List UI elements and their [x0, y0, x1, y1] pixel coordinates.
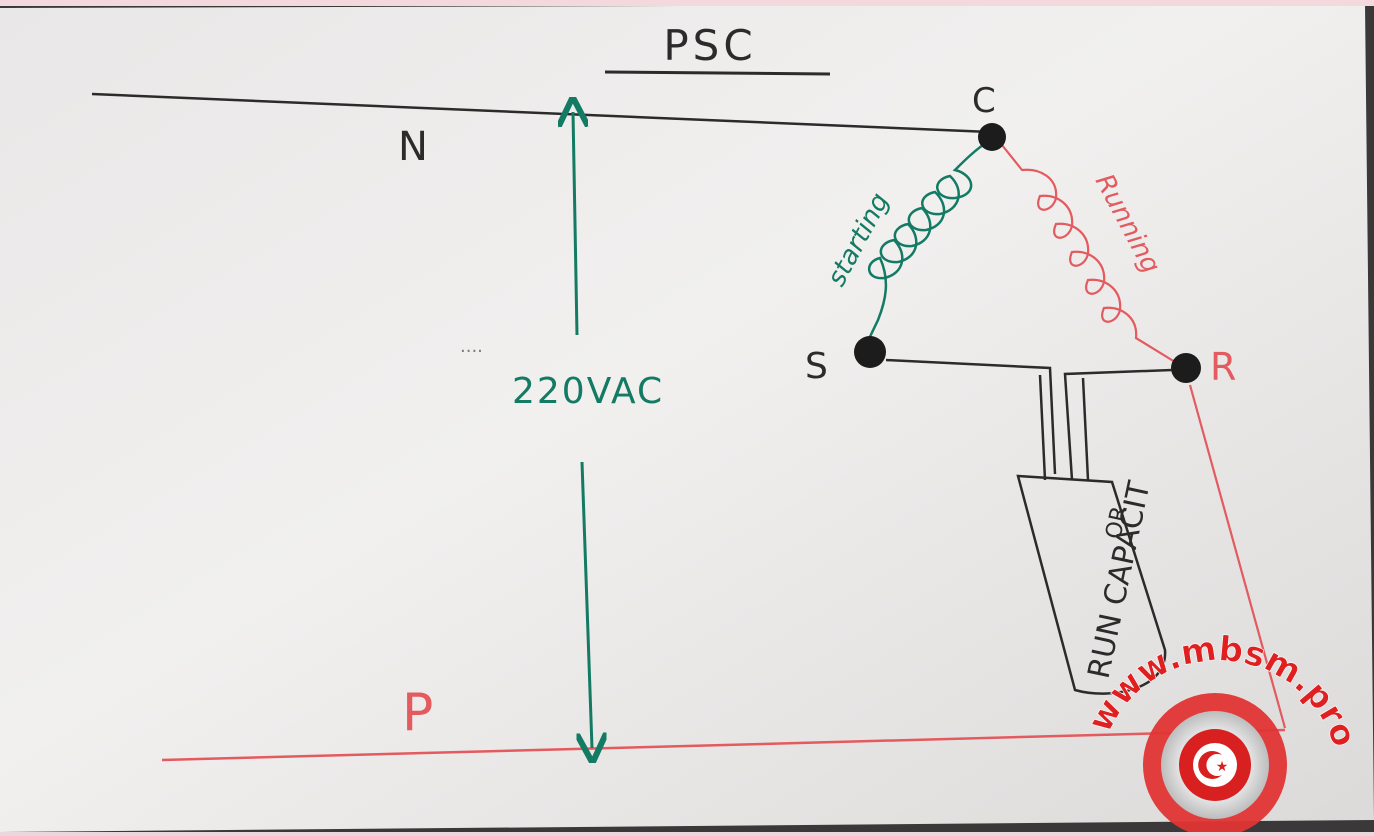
terminal-run-label: R	[1210, 345, 1236, 389]
voltage-label: 220VAC	[512, 371, 664, 412]
terminal-common	[978, 123, 1006, 151]
capacitor-lead-inner-b	[1081, 377, 1090, 481]
capacitor-lead-run	[1063, 368, 1173, 481]
crescent-icon	[1198, 751, 1222, 780]
capacitor-lead-start	[885, 358, 1057, 475]
terminal-run	[1171, 353, 1201, 383]
voltage-arrow-down	[582, 461, 592, 748]
diagram-title: PSC	[663, 21, 756, 70]
voltage-arrow-up	[573, 112, 577, 336]
top-band	[0, 0, 1374, 6]
neutral-line	[91, 92, 991, 134]
run-capacitor-body	[1016, 474, 1167, 695]
terminal-start	[854, 336, 886, 368]
run-to-phase-wire	[1188, 384, 1287, 729]
paper-sheet	[0, 4, 1374, 832]
neutral-label: N	[398, 124, 428, 170]
capacitor-lead-inner-a	[1038, 374, 1047, 481]
star-icon: ★	[1216, 759, 1229, 775]
running-winding-coil	[997, 139, 1176, 363]
phase-label: P	[402, 683, 433, 743]
starting-winding-coil	[864, 138, 991, 346]
terminal-start-label: S	[805, 346, 828, 387]
terminal-common-label: C	[972, 81, 996, 121]
phase-line	[161, 728, 1286, 762]
title-underline	[604, 70, 831, 76]
pen-dots: ....	[460, 336, 483, 357]
